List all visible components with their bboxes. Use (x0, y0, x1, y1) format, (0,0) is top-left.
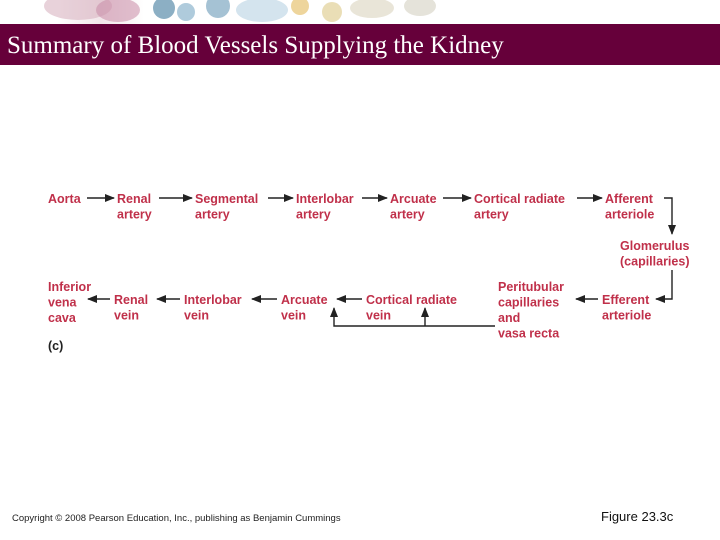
arrow-afferent-to-glomerulus (664, 197, 676, 235)
copyright-notice: Copyright © 2008 Pearson Education, Inc.… (12, 513, 341, 524)
arrow-peritubular-to-arcuate-vein (330, 307, 495, 327)
arrow-glomerulus-to-efferent (655, 270, 673, 303)
node-inferior-vena-cava: Inferior vena cava (48, 280, 95, 325)
figure-label: Figure 23.3c (601, 509, 674, 524)
node-arcuate-vein: Arcuate vein (281, 293, 331, 323)
panel-label: (c) (48, 339, 63, 353)
node-aorta: Aorta (48, 192, 82, 206)
node-afferent-arteriole: Afferent arteriole (605, 192, 656, 222)
node-arcuate-artery: Arcuate artery (390, 192, 440, 222)
banner-decorative-image (0, 0, 720, 24)
banner-art-shapes (44, 0, 436, 22)
node-cortical-radiate-artery: Cortical radiate artery (474, 192, 569, 222)
node-efferent-arteriole: Efferent arteriole (602, 293, 653, 323)
node-renal-vein: Renal vein (114, 293, 152, 323)
node-interlobar-artery: Interlobar artery (296, 192, 357, 222)
title-bar (0, 24, 720, 65)
node-renal-artery: Renal artery (117, 192, 155, 222)
node-cortical-radiate-vein: Cortical radiate vein (366, 293, 461, 323)
node-peritubular-capillaries: Peritubular capillaries and vasa recta (498, 280, 567, 341)
node-interlobar-vein: Interlobar vein (184, 293, 245, 323)
node-glomerulus: Glomerulus (capillaries) (620, 239, 693, 269)
slide-title: Summary of Blood Vessels Supplying the K… (7, 32, 504, 59)
node-segmental-artery: Segmental artery (195, 192, 262, 222)
